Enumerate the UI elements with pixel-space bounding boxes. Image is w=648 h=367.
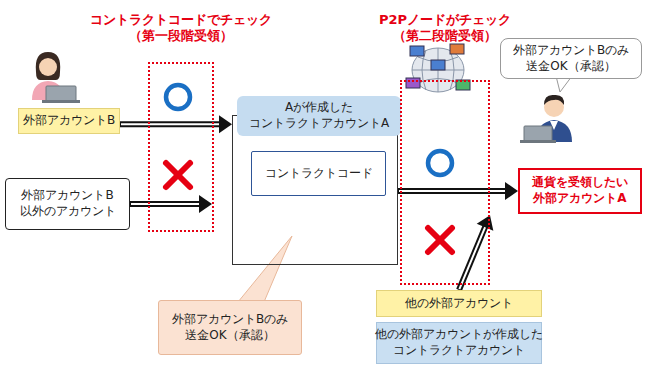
account-box: 通貨を受領したい 外部アカウントA bbox=[518, 168, 642, 214]
account-label: 外部アカウントB 以外のアカウント bbox=[10, 188, 125, 219]
arrow-gap bbox=[121, 123, 223, 125]
region-heading: コントラクトコードでチェック （第一段階受領） bbox=[81, 12, 281, 45]
account-box: 他の外部アカウント bbox=[376, 290, 542, 317]
arrow-head bbox=[199, 195, 212, 213]
double-arrow bbox=[120, 115, 232, 133]
contract-account: Aが作成した コントラクトアカウントAコントラクトコード bbox=[232, 115, 398, 265]
contract-code-box: コントラクトコード bbox=[251, 151, 386, 196]
account-label: 他の外部アカウントが作成した コントラクトアカウント bbox=[375, 327, 543, 358]
check-region: P2Pノードがチェック （第二段階受領） bbox=[400, 80, 490, 285]
account-label: 他の外部アカウント bbox=[405, 296, 513, 312]
network-icon bbox=[406, 44, 470, 92]
arrow-head bbox=[477, 215, 494, 230]
check-region: コントラクトコードでチェック （第一段階受領） bbox=[148, 62, 214, 232]
code-label: コントラクトコード bbox=[265, 166, 373, 182]
callout-box: 外部アカウントBのみ 送金OK（承認） bbox=[158, 300, 302, 355]
account-box: 外部アカウントB 以外のアカウント bbox=[5, 178, 130, 230]
contract-heading: Aが作成した コントラクトアカウントA bbox=[237, 96, 401, 136]
arrow-head bbox=[219, 115, 232, 133]
callout-text: 外部アカウントBのみ 送金OK（承認） bbox=[163, 312, 297, 343]
ok-mark bbox=[428, 151, 452, 175]
arrow-head bbox=[505, 182, 518, 200]
ng-mark bbox=[428, 228, 452, 252]
double-arrow bbox=[130, 195, 212, 213]
ok-mark bbox=[166, 85, 190, 109]
account-label: 外部アカウントB bbox=[23, 113, 115, 129]
callout-pointer bbox=[238, 236, 292, 302]
ng-mark bbox=[166, 163, 190, 187]
account-label: 通貨を受領したい 外部アカウントA bbox=[524, 175, 636, 206]
speech-bubble: 外部アカウントBのみ 送金OK（承認） bbox=[500, 38, 642, 79]
arrow-gap bbox=[459, 224, 486, 289]
arrow-gap bbox=[131, 203, 203, 205]
account-box: 外部アカウントB bbox=[18, 108, 120, 134]
bubble-text: 外部アカウントBのみ 送金OK（承認） bbox=[505, 43, 637, 74]
person-icon bbox=[32, 52, 80, 103]
double-arrow bbox=[398, 182, 518, 200]
arrow-gap bbox=[399, 190, 509, 192]
account-box: 他の外部アカウントが作成した コントラクトアカウント bbox=[376, 322, 542, 364]
person-icon bbox=[520, 95, 572, 143]
